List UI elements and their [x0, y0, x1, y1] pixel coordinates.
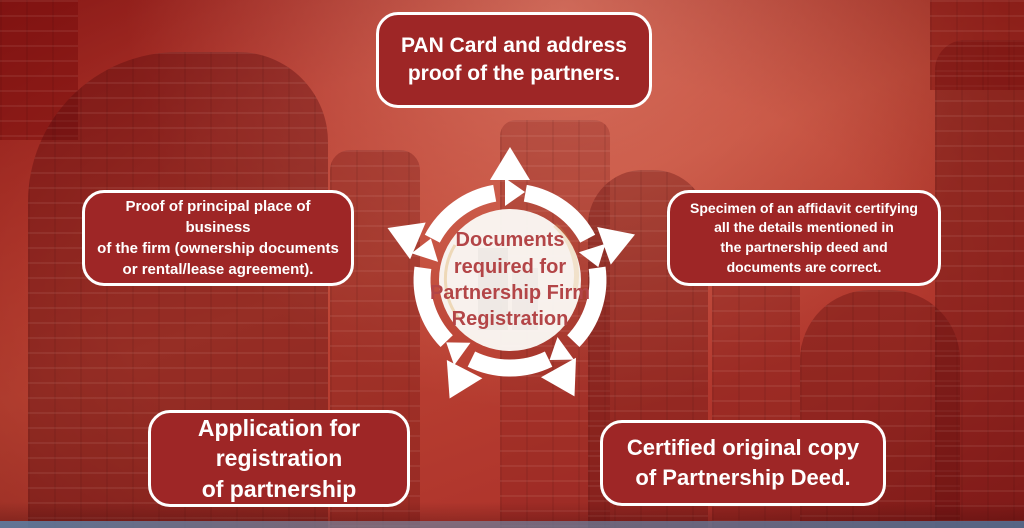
- callout-text: Specimen of an affidavit certifying all …: [690, 199, 918, 275]
- callout-application-registration: Application for registration of partners…: [148, 410, 410, 507]
- arrow-top-icon: [490, 147, 530, 180]
- watermark-building: [512, 268, 538, 330]
- callout-place-of-business: Proof of principal place of business of …: [82, 190, 354, 286]
- cycle-ring-segment: [424, 184, 497, 243]
- callout-affidavit-specimen: Specimen of an affidavit certifying all …: [667, 190, 941, 286]
- building-silhouette: [0, 0, 78, 140]
- watermark-arc: [553, 223, 579, 291]
- arrow-right-icon: [597, 227, 635, 265]
- callout-text: PAN Card and address proof of the partne…: [400, 33, 627, 85]
- cycle-ring-segment: [413, 266, 454, 347]
- watermark-building: [478, 248, 508, 330]
- building-silhouette: [930, 0, 1024, 90]
- cycle-arrows-graphic: [387, 147, 635, 399]
- arrow-bottom-right-icon: [541, 357, 576, 397]
- street-line: [0, 521, 1024, 528]
- callout-text: Certified original copy of Partnership D…: [626, 435, 860, 490]
- arrow-bottom-left-icon: [446, 360, 483, 399]
- cycle-ring-arrowhead-icon: [446, 342, 471, 366]
- callout-text: Proof of principal place of business of …: [97, 198, 339, 278]
- cycle-ring-segment: [566, 266, 607, 347]
- watermark-arc: [443, 244, 462, 321]
- center-disc: [439, 209, 581, 351]
- callout-pan-card: PAN Card and address proof of the partne…: [376, 12, 652, 108]
- cycle-ring-arrowhead-icon: [505, 178, 525, 206]
- cycle-ring-segment: [467, 351, 553, 377]
- cycle-ring-arrowhead-icon: [578, 243, 606, 268]
- cycle-ring-segment: [523, 184, 596, 243]
- center-title: Documents required for Partnership Firm …: [429, 229, 591, 331]
- cycle-ring-arrowhead-icon: [411, 238, 439, 262]
- cycle-ring-arrowhead-icon: [549, 337, 574, 360]
- arrow-left-icon: [387, 222, 426, 260]
- callout-text: Application for registration of partners…: [197, 414, 361, 502]
- callout-partnership-deed: Certified original copy of Partnership D…: [600, 420, 886, 506]
- building-silhouette: [935, 40, 1024, 528]
